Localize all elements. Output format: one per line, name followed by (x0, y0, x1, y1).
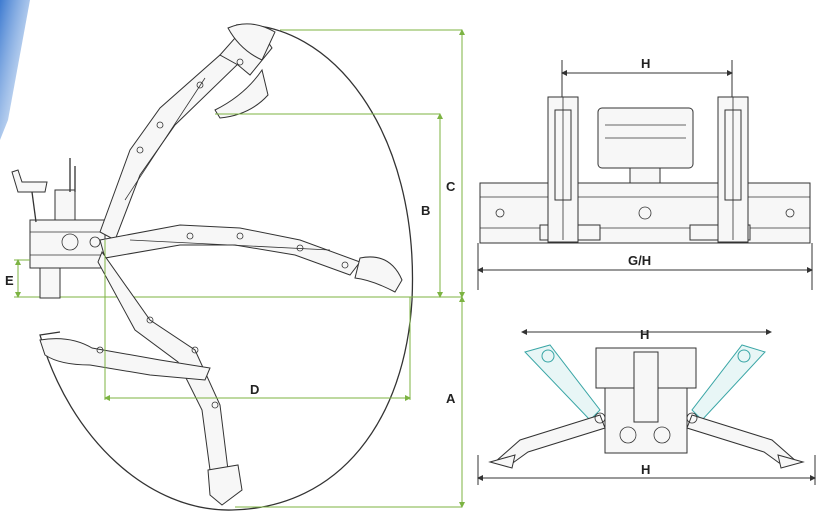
side-view: C B A D E (5, 23, 465, 511)
machine-frame (29, 189, 106, 299)
operator-seat (11, 158, 76, 223)
label-h-bottom: H (641, 462, 650, 477)
corner-accent (0, 0, 30, 140)
label-c: C (446, 179, 456, 194)
reach-envelope (39, 24, 414, 511)
rear-view-top: H G/H (477, 56, 813, 290)
label-h-top: H (641, 56, 650, 71)
rear-view-stabilizers: H H (477, 327, 816, 485)
dimension-lines (14, 29, 465, 508)
label-a: A (446, 391, 456, 406)
boom-extended (99, 224, 403, 293)
boom-raised (99, 23, 276, 241)
label-e: E (5, 273, 14, 288)
boom-lowered (39, 250, 243, 506)
label-b: B (421, 203, 430, 218)
label-d: D (250, 382, 259, 397)
label-h-mid: H (640, 327, 649, 342)
label-gh: G/H (628, 253, 651, 268)
